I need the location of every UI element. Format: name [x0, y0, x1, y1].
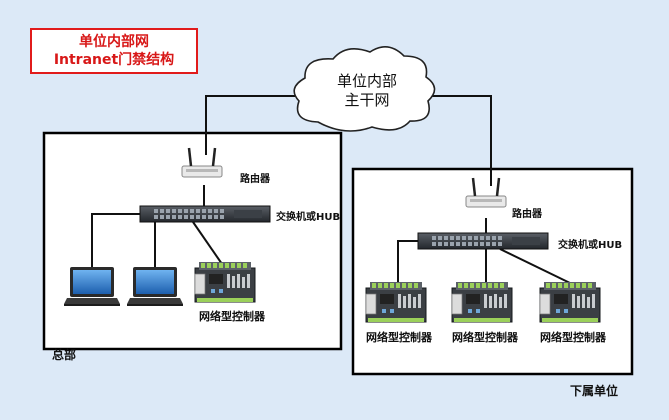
diagram-title-box: 单位内部网 Intranet门禁结构 — [30, 28, 198, 74]
hq-controller-board-icon — [194, 261, 256, 303]
branch-controller-board-icon — [365, 281, 427, 323]
title-line-2: Intranet门禁结构 — [53, 52, 175, 68]
branch-switch-label: 交换机或HUB — [558, 240, 623, 251]
branch-switch-icon — [417, 232, 549, 250]
hq-switch-label: 交换机或HUB — [276, 212, 341, 223]
cloud-label: 单位内部 主干网 — [322, 72, 412, 110]
cloud-label-line-1: 单位内部 — [336, 72, 397, 90]
hq-laptop-icon — [64, 267, 120, 306]
branch-router-label: 路由器 — [512, 209, 542, 220]
branch-controller-label: 网络型控制器 — [540, 331, 606, 344]
hq-controller-label: 网络型控制器 — [199, 310, 265, 323]
branch-controller-label: 网络型控制器 — [452, 331, 518, 344]
branch-controller-board-icon — [451, 281, 513, 323]
cloud-label-line-2: 主干网 — [344, 91, 390, 109]
hq-links — [91, 185, 223, 268]
title-line-1: 单位内部网 — [79, 34, 149, 50]
hq-switch-icon — [139, 205, 271, 223]
headquarters-frame — [42, 131, 343, 351]
cloud-icon — [293, 46, 436, 132]
branch-controller-label: 网络型控制器 — [366, 331, 432, 344]
branch-controller-board-icon — [539, 281, 601, 323]
hq-laptop-icon — [127, 267, 183, 306]
branch-links — [397, 218, 571, 284]
branch-section-label: 下属单位 — [570, 384, 619, 398]
backbone-links — [205, 95, 492, 186]
hq-router-label: 路由器 — [240, 174, 270, 185]
hq-section-label: 总部 — [52, 348, 77, 362]
